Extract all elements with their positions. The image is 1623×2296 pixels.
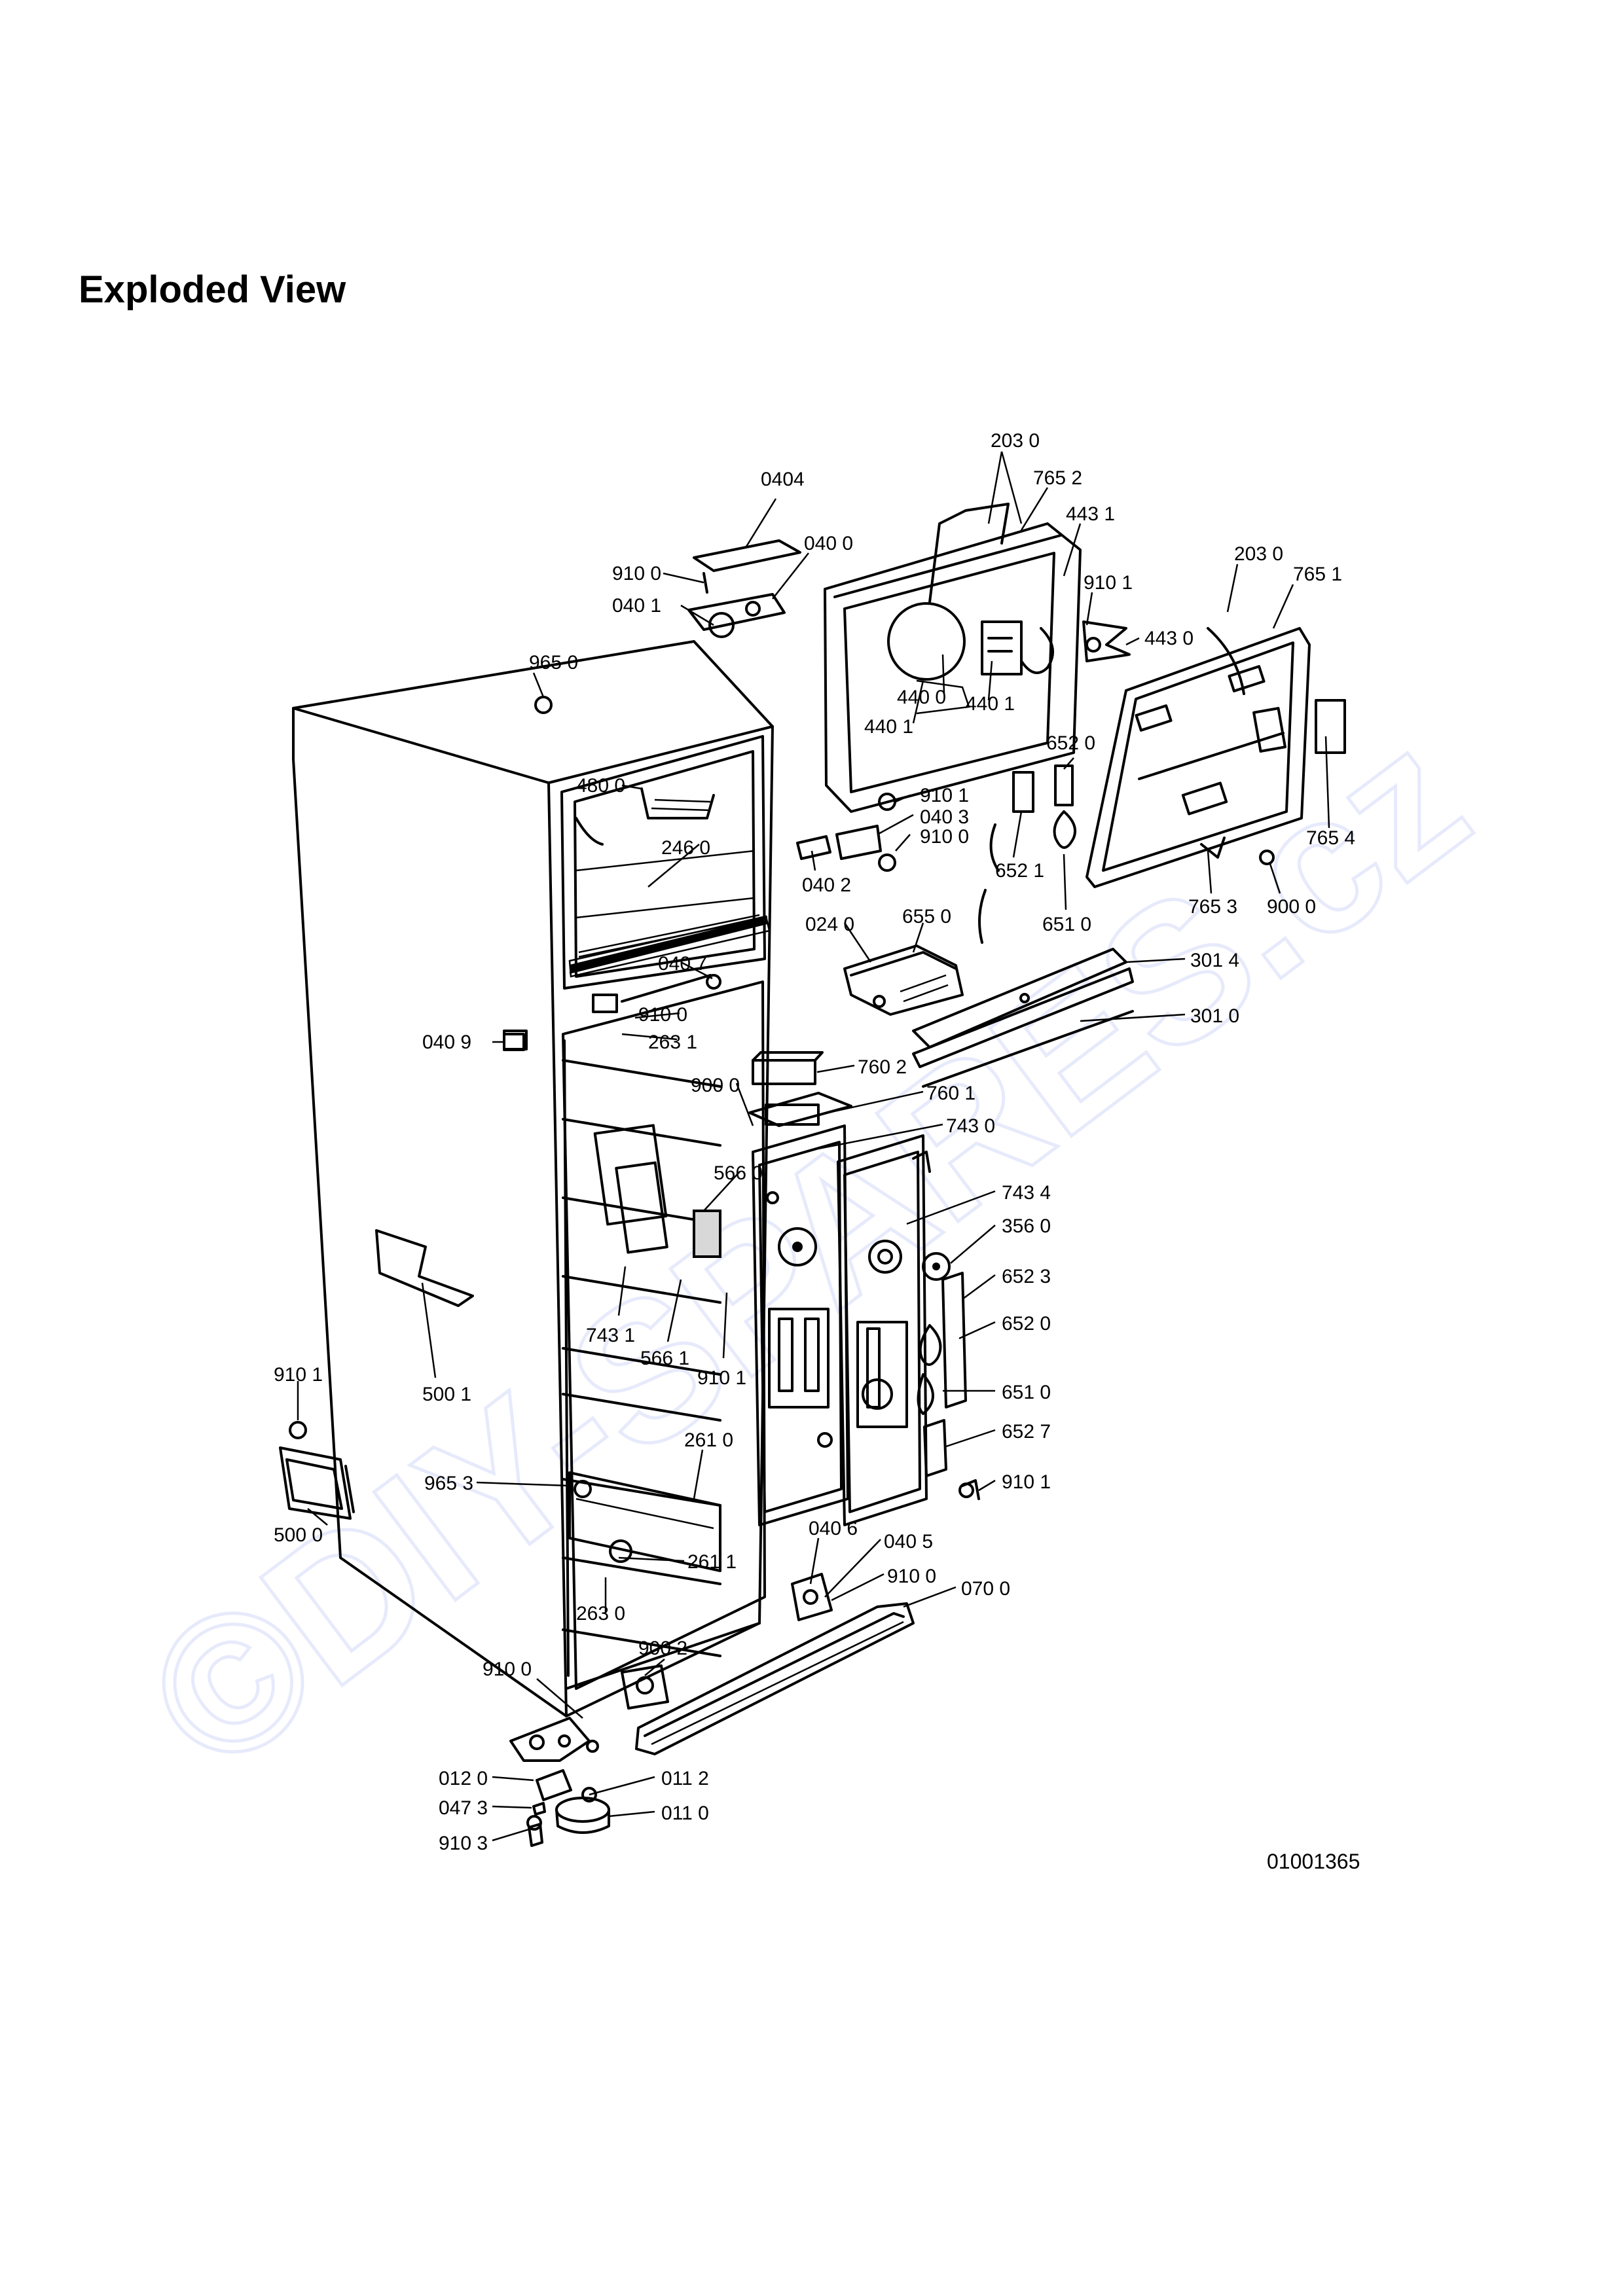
leader-lines: [297, 451, 1330, 1842]
freezer-door-frame: [824, 503, 1131, 813]
part-label: 040 3: [920, 806, 969, 828]
fridge-door-left: [752, 1124, 849, 1526]
part-label: 070 0: [961, 1578, 1010, 1600]
part-label: 743 4: [1002, 1182, 1051, 1204]
part-label: 040 2: [802, 874, 851, 896]
lamp-parts-bottom: [917, 1252, 980, 1500]
drawing-number: 01001365: [1267, 1850, 1360, 1873]
part-label: 040 1: [612, 595, 661, 617]
part-label: 203 0: [991, 430, 1040, 452]
part-label: 651 0: [1002, 1382, 1051, 1403]
lamp-parts-top: [978, 764, 1077, 944]
part-label: 910 0: [887, 1566, 936, 1587]
part-label: 263 1: [648, 1031, 697, 1053]
side-parts: [279, 1229, 474, 1520]
part-label: 655 0: [902, 906, 951, 927]
part-label: 652 1: [995, 860, 1044, 882]
part-label: 760 1: [926, 1083, 976, 1104]
part-label: 566 1: [640, 1348, 689, 1369]
part-label: 024 0: [805, 914, 854, 935]
part-label: 011 2: [661, 1768, 709, 1789]
kickplate: [635, 1602, 915, 1755]
part-label: 500 1: [422, 1384, 471, 1405]
part-label: 765 3: [1188, 896, 1237, 918]
top-hinge-assembly: [534, 539, 801, 714]
part-label: 203 0: [1234, 543, 1283, 565]
part-label: 652 7: [1002, 1421, 1051, 1443]
part-label: 765 2: [1033, 467, 1082, 489]
part-label: 910 1: [697, 1367, 746, 1389]
part-label: 651 0: [1042, 914, 1091, 935]
part-label: 965 3: [424, 1473, 473, 1494]
part-label: 910 1: [1002, 1471, 1051, 1493]
part-labels: 203 0 0404 765 2 443 1 040 0 910 0 040 1…: [274, 430, 1355, 1854]
part-label: 900 0: [691, 1075, 740, 1096]
part-label: 765 1: [1293, 564, 1342, 585]
side-clip: [503, 1033, 525, 1051]
part-label: 246 0: [661, 837, 710, 859]
part-label: 440 0: [897, 687, 946, 708]
part-label: 760 2: [858, 1056, 907, 1078]
part-label: 0404: [761, 469, 805, 490]
part-label: 743 1: [586, 1325, 635, 1346]
part-label: 301 4: [1190, 950, 1239, 971]
part-label: 652 3: [1002, 1266, 1051, 1287]
part-label: 910 0: [483, 1659, 532, 1680]
part-label: 900 2: [638, 1638, 687, 1659]
cabinet: [292, 640, 774, 1717]
part-label: 040 0: [804, 533, 853, 554]
watermark: ©DIY-SPARES.cz: [109, 687, 1504, 1814]
part-label: 480 0: [576, 775, 625, 797]
part-label: 040 9: [422, 1031, 471, 1053]
thermostat-housing: [843, 944, 964, 1016]
part-label: 910 0: [612, 563, 661, 584]
part-label: 040 6: [809, 1518, 858, 1539]
part-label: 040 5: [884, 1531, 933, 1552]
part-label: 263 0: [576, 1603, 625, 1624]
part-label: 910 3: [439, 1833, 488, 1854]
part-label: 910 1: [920, 785, 969, 806]
page-title: Exploded View: [79, 268, 346, 311]
part-label: 910 0: [920, 826, 969, 848]
part-label: 765 4: [1306, 827, 1355, 849]
part-label: 440 1: [966, 693, 1015, 715]
part-label: 356 0: [1002, 1215, 1051, 1237]
part-label: 910 0: [638, 1004, 687, 1026]
clips: [796, 793, 896, 872]
light-covers: [748, 1051, 852, 1127]
part-label: 012 0: [439, 1768, 488, 1789]
part-label: 566 0: [714, 1162, 763, 1184]
part-label: 261 1: [687, 1551, 737, 1573]
part-label: 440 1: [864, 716, 913, 738]
part-label: 652 0: [1002, 1313, 1051, 1335]
part-label: 910 1: [1084, 572, 1133, 594]
part-label: 443 0: [1144, 628, 1194, 649]
part-label: 261 0: [684, 1429, 733, 1451]
part-label: 011 0: [661, 1803, 709, 1824]
freezer-outer-door: [1085, 627, 1346, 888]
part-label: 500 0: [274, 1524, 323, 1546]
part-label: 040 7: [658, 953, 707, 975]
part-label: 301 0: [1190, 1005, 1239, 1027]
part-label: 910 1: [274, 1364, 323, 1386]
bottom-hinge-assembly: [509, 1573, 833, 1847]
part-label: 652 0: [1046, 732, 1095, 754]
part-label: 443 1: [1066, 503, 1115, 525]
fridge-door-right: [837, 1134, 931, 1526]
part-label: 900 0: [1267, 896, 1316, 918]
part-label: 743 0: [946, 1115, 995, 1137]
part-label: 047 3: [439, 1797, 488, 1819]
part-label: 965 0: [529, 652, 578, 673]
